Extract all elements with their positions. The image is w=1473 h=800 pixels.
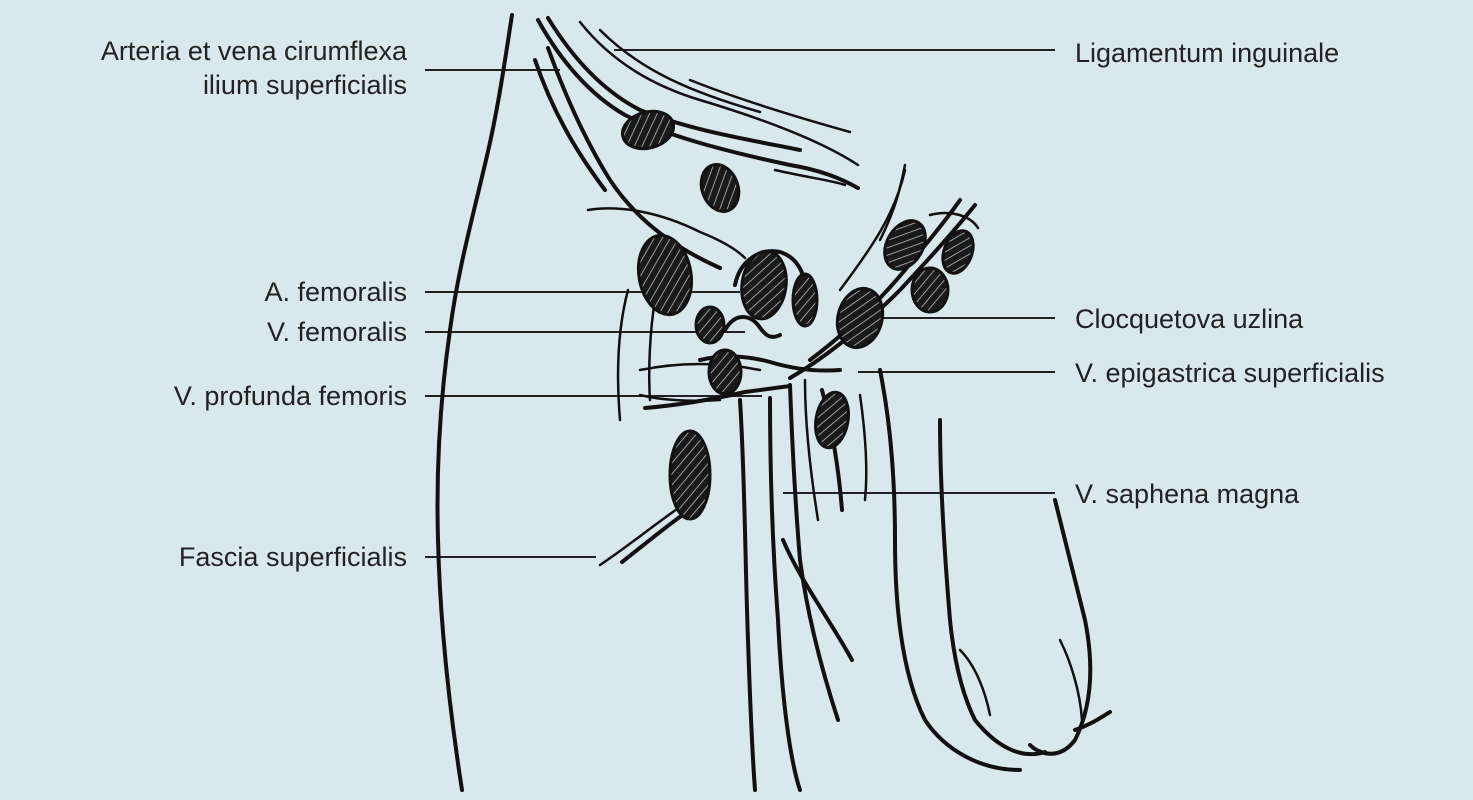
label-a-femoralis: A. femoralis xyxy=(264,277,407,307)
body-outline xyxy=(435,13,860,792)
lymph-node xyxy=(910,266,950,314)
lymph-node xyxy=(791,272,819,328)
lymph-node xyxy=(694,305,726,345)
label-circumflexa: Arteria et vena cirumflexa ilium superfi… xyxy=(101,34,407,102)
label-circumflexa-line2: ilium superficialis xyxy=(202,70,407,100)
lymph-nodes xyxy=(620,109,975,521)
label-v-femoralis: V. femoralis xyxy=(266,317,407,347)
label-v-profunda: V. profunda femoris xyxy=(173,381,407,411)
label-ligamentum: Ligamentum inguinale xyxy=(1075,38,1340,68)
label-fascia: Fascia superficialis xyxy=(178,542,407,572)
vessels xyxy=(533,46,1112,792)
lymph-node xyxy=(668,429,712,521)
label-v-saphena: V. saphena magna xyxy=(1075,479,1300,509)
lymph-node xyxy=(636,233,694,317)
lymph-node xyxy=(941,229,975,275)
label-v-epigastrica: V. epigastrica superficialis xyxy=(1075,358,1385,388)
lymph-node xyxy=(699,163,741,213)
lymph-node xyxy=(814,390,850,450)
lymph-node xyxy=(883,219,927,271)
lymph-node xyxy=(707,348,743,396)
lymph-node xyxy=(740,249,788,321)
label-clocquet: Clocquetova uzlina xyxy=(1075,304,1304,334)
lymph-node-clocquet xyxy=(835,286,885,350)
label-circumflexa-line1: Arteria et vena cirumflexa xyxy=(100,36,407,66)
lymph-node xyxy=(620,109,676,151)
leader-lines xyxy=(425,49,1055,558)
